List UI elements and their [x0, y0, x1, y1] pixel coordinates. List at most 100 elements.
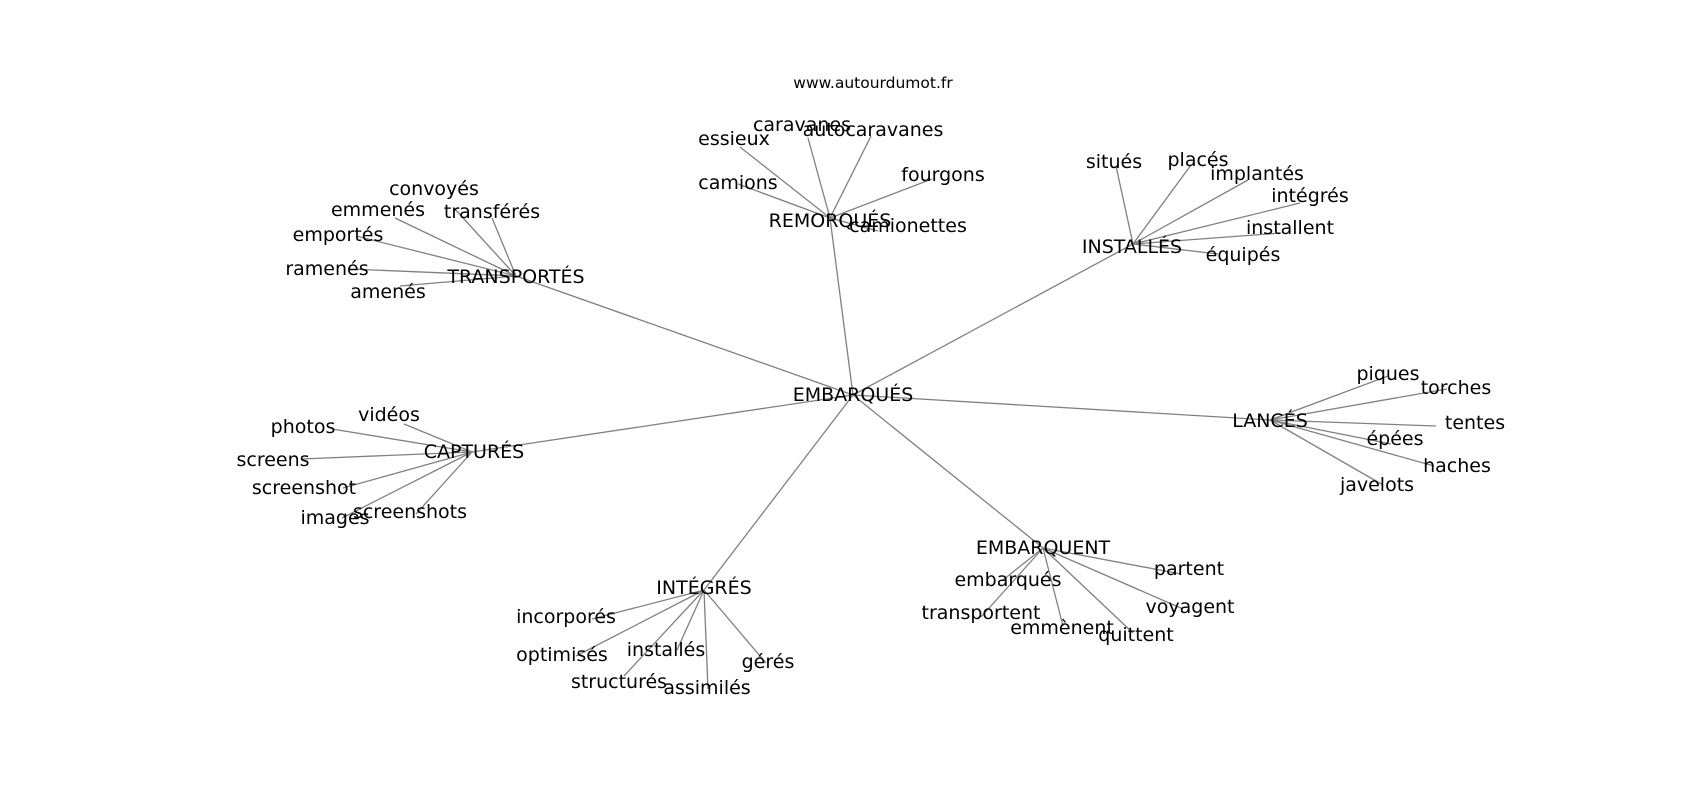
leaf-edge	[341, 451, 473, 519]
leaf-edge	[703, 589, 767, 664]
leaf-edge	[1132, 179, 1249, 245]
leaf-edge	[737, 183, 831, 219]
word-node[interactable]: incorporés	[516, 606, 616, 628]
leaf-edge	[676, 589, 705, 651]
word-node[interactable]: haches	[1423, 455, 1491, 477]
word-node[interactable]: photos	[271, 416, 336, 438]
hub-node[interactable]: CAPTURÉS	[424, 440, 525, 463]
word-node[interactable]: partent	[1154, 558, 1224, 580]
leaf-edge	[1002, 547, 1044, 581]
leaf-edge	[349, 268, 517, 277]
leaf-edge	[623, 589, 705, 677]
word-node[interactable]: convoyés	[389, 178, 479, 200]
leaf-edge	[829, 178, 933, 219]
word-node[interactable]: assimilés	[663, 677, 750, 699]
word-node[interactable]: screenshot	[252, 477, 356, 499]
center-edge	[829, 217, 854, 396]
hub-node[interactable]: INSTALLÉS	[1082, 235, 1182, 258]
word-node[interactable]: essieux	[698, 128, 770, 150]
leaf-edge	[703, 589, 709, 690]
center-edge	[852, 243, 1134, 396]
word-node[interactable]: emmènent	[1010, 617, 1114, 639]
leaf-edge	[1042, 547, 1064, 627]
leaf-edge	[331, 428, 473, 453]
leaf-edge	[1269, 419, 1384, 486]
word-node[interactable]: gérés	[742, 651, 795, 673]
word-node[interactable]: optimisés	[516, 644, 608, 666]
hub-node[interactable]: EMBARQUENT	[976, 537, 1111, 559]
leaf-edge	[1132, 232, 1282, 245]
leaf-edge	[1115, 165, 1134, 245]
word-node[interactable]: embarqués	[954, 569, 1061, 591]
word-node[interactable]: transportent	[922, 602, 1041, 624]
center-edge	[852, 394, 1044, 549]
word-node[interactable]: installent	[1246, 217, 1334, 239]
watermark-text: www.autourdumot.fr	[793, 74, 953, 92]
leaf-edge	[1042, 547, 1184, 610]
leaf-edge	[453, 207, 517, 277]
word-node[interactable]: emmenés	[331, 199, 425, 221]
center-edge	[852, 394, 1271, 421]
leaf-edge	[1269, 419, 1392, 445]
leaf-edge	[1269, 419, 1435, 467]
word-node[interactable]: transférés	[444, 201, 540, 223]
word-node[interactable]: autocaravanes	[803, 119, 944, 141]
word-node[interactable]: piques	[1356, 363, 1419, 385]
center-node[interactable]: EMBARQUÉS	[793, 383, 914, 406]
leaf-edge	[342, 451, 473, 489]
leaf-edge	[403, 423, 473, 453]
word-node[interactable]: équipés	[1206, 244, 1281, 266]
center-edge	[515, 275, 854, 396]
word-node[interactable]: amenés	[350, 281, 425, 303]
leaf-edge	[739, 146, 831, 219]
word-node[interactable]: javelots	[1339, 474, 1414, 496]
word-node[interactable]: installés	[627, 639, 705, 661]
leaf-edge	[415, 451, 473, 515]
word-node[interactable]: screenshots	[353, 501, 467, 523]
word-node[interactable]: quittent	[1098, 624, 1173, 646]
word-node[interactable]: implantés	[1210, 163, 1304, 185]
graph-edges	[300, 135, 1448, 690]
word-node[interactable]: voyagent	[1146, 596, 1235, 618]
word-node[interactable]: placés	[1167, 149, 1228, 171]
word-node[interactable]: torches	[1421, 377, 1492, 399]
hub-node[interactable]: INTÉGRÉS	[656, 576, 751, 599]
word-node[interactable]: structurés	[571, 671, 667, 693]
leaf-edge	[591, 589, 705, 620]
word-node[interactable]: intégrés	[1271, 185, 1349, 207]
word-node[interactable]: emportés	[293, 224, 384, 246]
word-node[interactable]: images	[300, 507, 369, 529]
leaf-edge	[1132, 164, 1192, 245]
word-node[interactable]: épées	[1366, 428, 1423, 450]
leaf-edge	[980, 547, 1044, 618]
word-node[interactable]: camionettes	[849, 215, 967, 237]
hub-node[interactable]: REMORQUÉS	[769, 209, 892, 232]
hub-node[interactable]: LANCÉS	[1232, 409, 1308, 432]
hub-node[interactable]: TRANSPORTÉS	[446, 265, 584, 288]
leaf-edge	[575, 589, 705, 657]
leaf-edge	[399, 275, 517, 287]
word-node[interactable]: ramenés	[285, 258, 368, 280]
leaf-edge	[1132, 243, 1219, 255]
leaf-edge	[394, 217, 517, 277]
word-node[interactable]: vidéos	[358, 404, 420, 426]
leaf-edge	[1132, 202, 1301, 245]
leaf-edge	[491, 217, 517, 277]
word-node[interactable]: situés	[1086, 151, 1142, 173]
leaf-edge	[1042, 547, 1134, 634]
leaf-edge	[1042, 547, 1182, 575]
leaf-edge	[807, 137, 831, 219]
word-node[interactable]: camions	[698, 172, 777, 194]
center-edge	[471, 394, 854, 453]
leaf-edge	[829, 217, 879, 232]
word-node[interactable]: fourgons	[901, 164, 984, 186]
word-node[interactable]: screens	[236, 449, 309, 471]
leaf-edge	[1269, 388, 1448, 421]
leaf-edge	[1269, 419, 1437, 427]
leaf-edge	[829, 135, 872, 219]
word-node[interactable]: caravanes	[753, 114, 851, 136]
word-node[interactable]: tentes	[1445, 412, 1505, 434]
leaf-edge	[1269, 375, 1389, 421]
